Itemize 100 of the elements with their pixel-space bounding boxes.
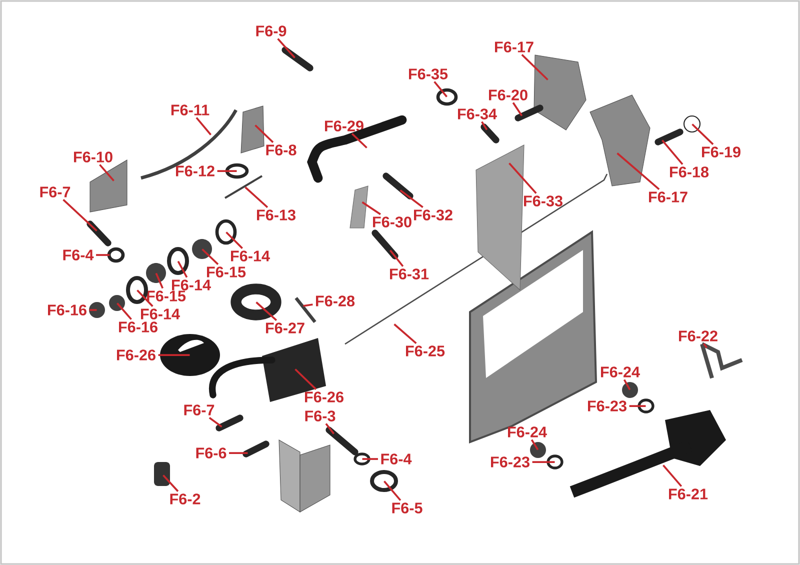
leader-line bbox=[389, 250, 404, 267]
leader-line bbox=[294, 368, 317, 390]
callout-label: F6-34 bbox=[458, 108, 497, 120]
leader-line bbox=[217, 170, 237, 172]
leader-line bbox=[99, 164, 114, 182]
leader-line bbox=[62, 199, 98, 232]
callout-label: F6-21 bbox=[669, 488, 708, 500]
part-picture bbox=[476, 144, 524, 291]
leader-line bbox=[521, 54, 548, 80]
part-picture bbox=[570, 410, 726, 498]
callout-label: F6-13 bbox=[257, 210, 296, 220]
part-picture bbox=[546, 454, 564, 470]
leader-line bbox=[196, 117, 212, 136]
leader-line bbox=[703, 343, 708, 348]
leader-line bbox=[481, 121, 488, 130]
leader-line bbox=[532, 461, 555, 463]
part-picture bbox=[514, 104, 544, 122]
callout-label: F6-3 bbox=[305, 410, 336, 422]
leader-line bbox=[229, 452, 248, 454]
callout-label: F6-15 bbox=[147, 290, 186, 302]
part-picture bbox=[700, 342, 744, 380]
part-picture bbox=[160, 334, 220, 376]
callout-label: F6-24 bbox=[508, 426, 547, 438]
part-picture bbox=[354, 452, 370, 466]
leader-line bbox=[116, 302, 132, 320]
part-picture bbox=[230, 284, 282, 320]
part-picture bbox=[86, 220, 112, 246]
callout-label: F6-24 bbox=[601, 366, 640, 378]
leader-line bbox=[508, 162, 537, 194]
part-picture bbox=[590, 94, 650, 186]
leader-line bbox=[244, 186, 268, 208]
leader-line bbox=[530, 439, 539, 450]
leader-line bbox=[325, 423, 335, 434]
leader-line bbox=[692, 124, 714, 145]
callout-label: F6-4 bbox=[63, 250, 94, 260]
leader-line bbox=[136, 290, 154, 307]
part-picture bbox=[622, 382, 638, 398]
leader-line bbox=[512, 102, 523, 116]
leader-line bbox=[303, 304, 313, 307]
callout-label: F6-17 bbox=[649, 192, 688, 202]
part-picture bbox=[167, 247, 189, 275]
part-picture bbox=[89, 302, 105, 318]
callout-label: F6-27 bbox=[266, 322, 304, 334]
callout-label: F6-7 bbox=[184, 404, 214, 416]
leader-line bbox=[434, 81, 448, 98]
callout-label: F6-5 bbox=[392, 502, 422, 514]
part-picture bbox=[530, 442, 546, 458]
part-picture bbox=[294, 296, 316, 324]
callout-label: F6-26 bbox=[305, 392, 344, 402]
leader-line bbox=[254, 124, 274, 143]
leader-line bbox=[155, 272, 164, 289]
callout-label: F6-18 bbox=[670, 166, 709, 178]
leader-line bbox=[202, 248, 219, 265]
part-picture bbox=[216, 414, 244, 432]
part-picture bbox=[126, 276, 148, 304]
part-picture bbox=[107, 247, 125, 263]
leader-line bbox=[351, 133, 368, 148]
part-picture bbox=[146, 263, 166, 283]
callout-label: F6-19 bbox=[702, 146, 740, 158]
callout-label: F6-16 bbox=[119, 322, 158, 332]
leader-line bbox=[162, 474, 179, 492]
callout-label: F6-4 bbox=[381, 454, 412, 464]
leader-line bbox=[616, 152, 660, 190]
leader-line bbox=[400, 189, 424, 208]
part-picture bbox=[242, 440, 270, 458]
callout-label: F6-15 bbox=[207, 266, 246, 278]
part-picture bbox=[326, 426, 358, 456]
callout-label: F6-28 bbox=[316, 296, 355, 306]
callout-label: F6-23 bbox=[491, 456, 530, 468]
callout-label: F6-7 bbox=[40, 186, 70, 198]
leader-line bbox=[208, 416, 222, 428]
part-picture bbox=[224, 175, 263, 199]
leader-line bbox=[362, 201, 381, 216]
callout-label: F6-26 bbox=[117, 350, 156, 360]
callout-label: F6-16 bbox=[48, 304, 86, 316]
part-picture bbox=[480, 124, 500, 144]
callout-label: F6-9 bbox=[256, 26, 286, 36]
callout-label: F6-22 bbox=[679, 330, 718, 342]
part-picture bbox=[109, 295, 125, 311]
leader-line bbox=[662, 140, 684, 165]
part-picture bbox=[534, 54, 586, 130]
leader-line bbox=[226, 232, 243, 249]
leader-line bbox=[662, 464, 682, 487]
part-picture bbox=[215, 219, 237, 245]
callout-label: F6-14 bbox=[141, 308, 180, 320]
leader-line bbox=[177, 260, 188, 278]
callout-label: F6-25 bbox=[406, 346, 445, 356]
leader-line bbox=[96, 254, 110, 256]
leader-line bbox=[394, 324, 417, 344]
callout-label: F6-35 bbox=[409, 68, 448, 80]
part-picture bbox=[638, 398, 654, 414]
callout-label: F6-2 bbox=[170, 494, 200, 504]
leader-line bbox=[629, 405, 646, 407]
part-picture bbox=[282, 46, 314, 72]
part-picture bbox=[307, 115, 407, 183]
part-picture bbox=[683, 115, 701, 133]
callout-label: F6-11 bbox=[171, 104, 210, 116]
callout-label: F6-14 bbox=[231, 250, 270, 262]
callout-label: F6-8 bbox=[266, 144, 296, 156]
callout-label: F6-14 bbox=[172, 280, 211, 290]
